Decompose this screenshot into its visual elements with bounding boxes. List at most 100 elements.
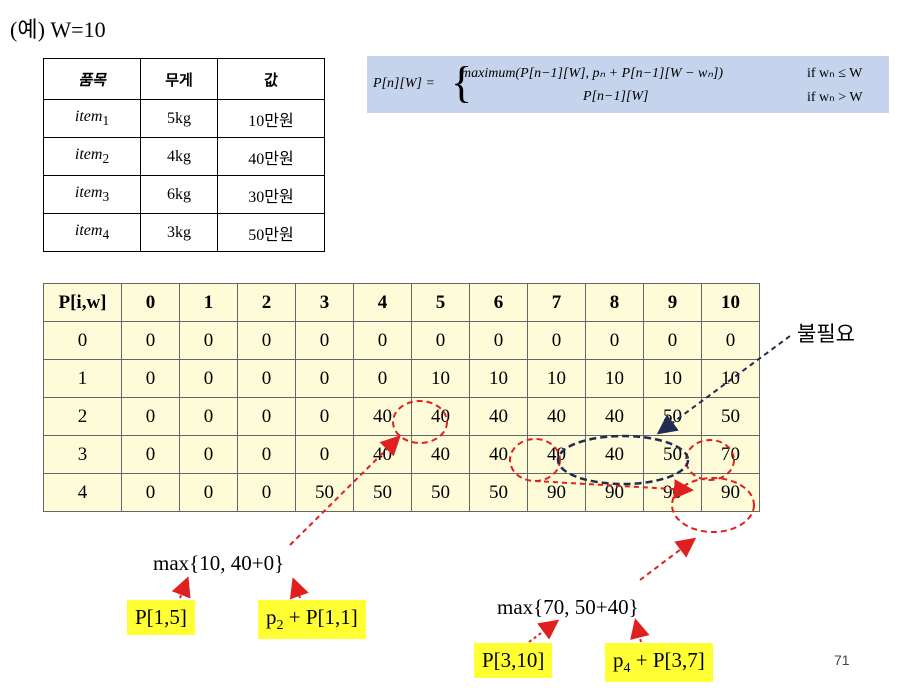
dp-cell: 0 [295, 321, 354, 360]
dp-cell: 0 [237, 435, 296, 474]
arrow-p2-to-max1 [289, 577, 309, 600]
dp-col-header: 10 [701, 283, 760, 322]
dp-cell: 40 [353, 435, 412, 474]
header-value: 값 [217, 58, 325, 100]
dp-cell: 0 [179, 359, 238, 398]
dp-cell: 40 [527, 435, 586, 474]
item-row: item1 5kg 10만원 [43, 99, 325, 138]
dp-col-header: 1 [179, 283, 238, 322]
dp-cell: 10 [701, 359, 760, 398]
dp-cell: 40 [585, 397, 644, 436]
dp-cell: 0 [237, 397, 296, 436]
dp-cell: 50 [701, 397, 760, 436]
dp-cell: 0 [295, 435, 354, 474]
dp-cell: 50 [411, 473, 470, 512]
arrow-p4-to-max2 [630, 618, 650, 643]
dp-cell: 0 [353, 321, 412, 360]
dp-cell: 0 [121, 397, 180, 436]
dp-cell: 40 [527, 397, 586, 436]
dp-cell: 0 [469, 321, 528, 360]
dp-cell: 0 [121, 321, 180, 360]
dp-col-header: 2 [237, 283, 296, 322]
arrow-p310-to-max2 [528, 619, 560, 643]
label-p15: P[1,5] [127, 600, 195, 635]
item-row: item2 4kg 40만원 [43, 137, 325, 176]
dp-cell: 50 [469, 473, 528, 512]
dp-col-header: 7 [527, 283, 586, 322]
formula-condition-2: if wₙ > W [807, 90, 863, 105]
item-weight: 5kg [140, 99, 218, 138]
dp-row-label: 1 [43, 359, 122, 398]
dp-cell: 50 [295, 473, 354, 512]
dp-cell: 10 [585, 359, 644, 398]
dp-col-header: 9 [643, 283, 702, 322]
label-p4-plus-p37: p4 + P[3,7] [605, 643, 713, 683]
label-p310: P[3,10] [474, 643, 553, 678]
formula-brace: { [451, 58, 473, 107]
dp-cell: 90 [585, 473, 644, 512]
formula-case-1: maximum(P[n−1][W], pₙ + P[n−1][W − wₙ]) [461, 66, 724, 81]
dp-cell: 40 [469, 435, 528, 474]
item-weight: 4kg [140, 137, 218, 176]
dp-col-header: 5 [411, 283, 470, 322]
dp-cell: 10 [643, 359, 702, 398]
dp-cell: 0 [237, 473, 296, 512]
dp-cell: 50 [643, 435, 702, 474]
dp-col-header: 4 [353, 283, 412, 322]
item-row: item4 3kg 50만원 [43, 213, 325, 252]
dp-cell: 0 [411, 321, 470, 360]
formula-condition-1: if wₙ ≤ W [807, 66, 863, 81]
dp-col-header: 8 [585, 283, 644, 322]
dp-row-label: 3 [43, 435, 122, 474]
item-value: 30만원 [217, 175, 325, 214]
item-weight: 3kg [140, 213, 218, 252]
item-weight: 6kg [140, 175, 218, 214]
dp-cell: 0 [121, 359, 180, 398]
item-row: item3 6kg 30만원 [43, 175, 325, 214]
dp-cell: 0 [179, 321, 238, 360]
page-number: 71 [834, 652, 850, 668]
dp-cell: 0 [527, 321, 586, 360]
dp-cell: 0 [121, 435, 180, 474]
dp-col-header: 6 [469, 283, 528, 322]
dp-cell: 50 [353, 473, 412, 512]
recurrence-formula: P[n][W] = { maximum(P[n−1][W], pₙ + P[n−… [367, 56, 889, 113]
dp-col-header: 3 [295, 283, 354, 322]
dp-cell: 0 [585, 321, 644, 360]
dp-cell: 50 [643, 397, 702, 436]
item-name: item2 [43, 137, 141, 176]
item-value: 10만원 [217, 99, 325, 138]
dp-cell: 10 [527, 359, 586, 398]
dp-cell: 40 [411, 397, 470, 436]
dp-cell: 10 [469, 359, 528, 398]
item-name: item1 [43, 99, 141, 138]
item-table-header: 품목 무게 값 [43, 58, 325, 100]
arrow-max2-to-p410 [639, 537, 697, 581]
dp-col-header: 0 [121, 283, 180, 322]
item-name: item3 [43, 175, 141, 214]
dp-row-label: 4 [43, 473, 122, 512]
dp-corner: P[i,w] [43, 283, 122, 322]
dp-cell: 40 [353, 397, 412, 436]
dp-cell: 40 [585, 435, 644, 474]
dp-cell: 0 [179, 435, 238, 474]
dp-cell: 90 [701, 473, 760, 512]
item-value: 40만원 [217, 137, 325, 176]
item-value: 50만원 [217, 213, 325, 252]
dp-cell: 90 [643, 473, 702, 512]
dp-cell: 0 [121, 473, 180, 512]
dp-cell: 0 [295, 359, 354, 398]
dp-cell: 0 [179, 473, 238, 512]
header-weight: 무게 [140, 58, 218, 100]
dp-row-label: 2 [43, 397, 122, 436]
not-needed-label: 불필요 [797, 322, 855, 346]
dp-cell: 10 [411, 359, 470, 398]
dp-cell: 0 [237, 321, 296, 360]
max-expression-1: max{10, 40+0} [153, 551, 285, 575]
header-item: 품목 [43, 58, 141, 100]
dp-cell: 0 [643, 321, 702, 360]
